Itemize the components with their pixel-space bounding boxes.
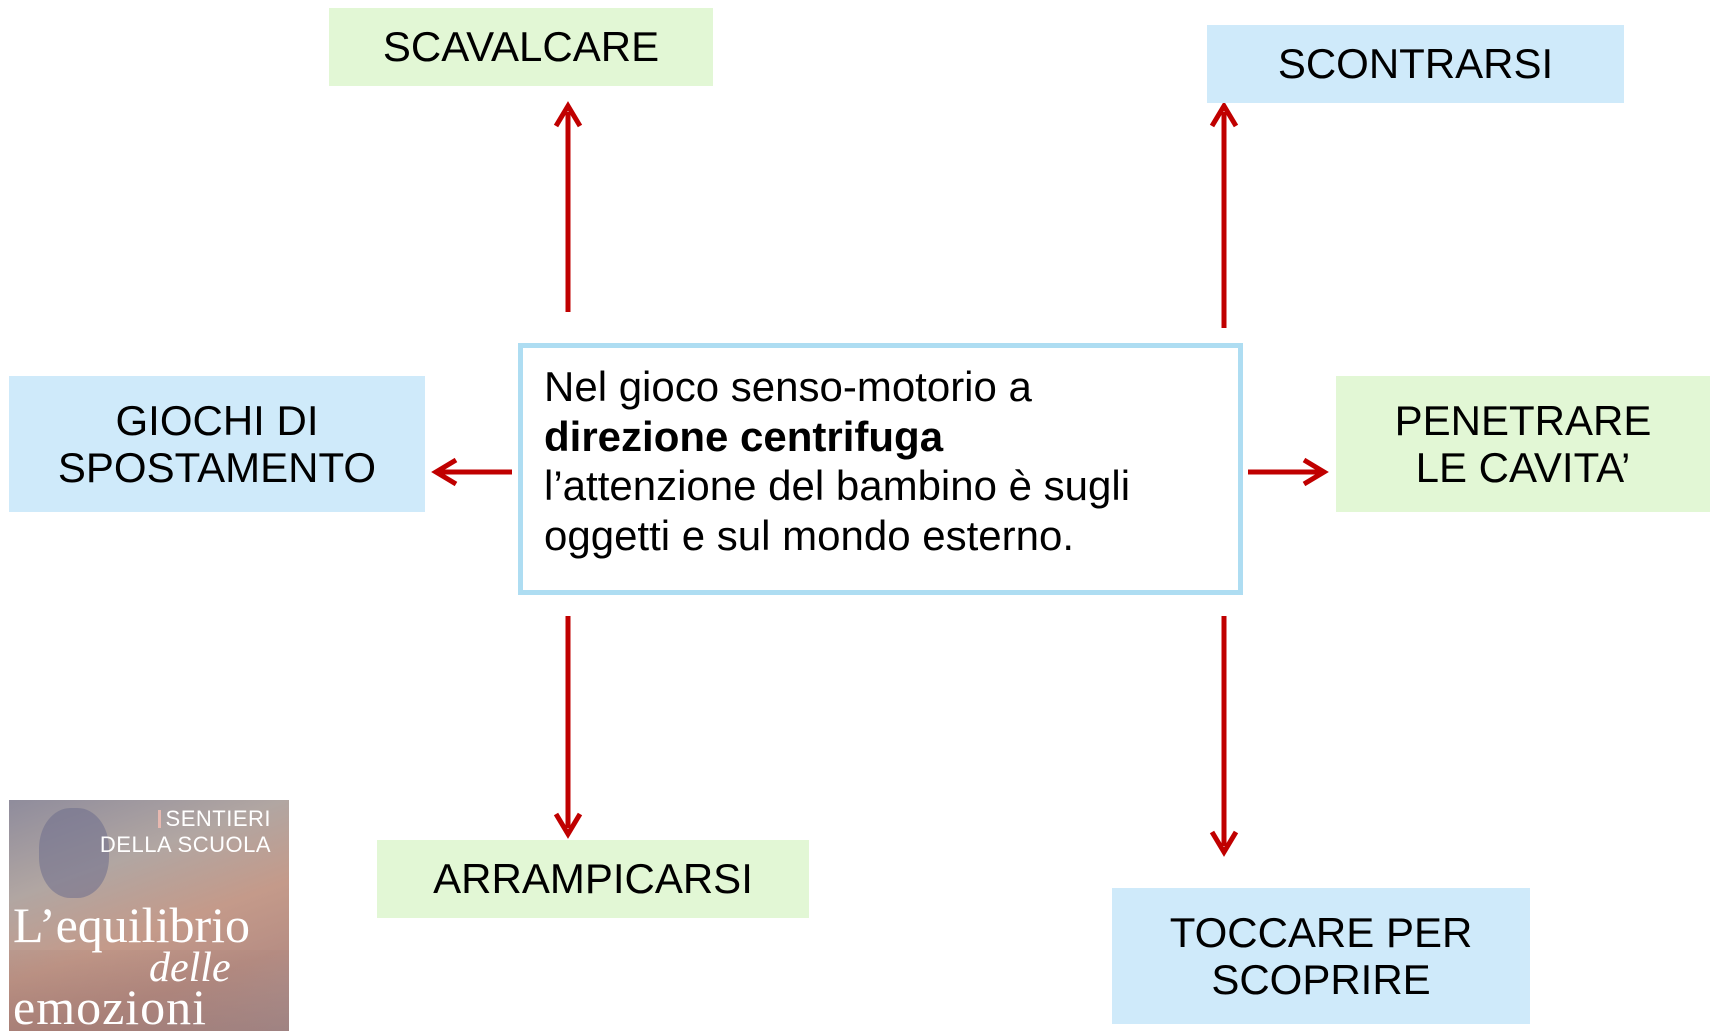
central-concept-box: Nel gioco senso-motorio a direzione cent… (518, 343, 1243, 595)
book-series-line-2: DELLA SCUOLA (99, 832, 271, 857)
node-scavalcare-label: SCAVALCARE (382, 23, 660, 71)
book-cover-figure (39, 808, 109, 898)
arrow-to-scontrarsi (1209, 101, 1239, 328)
node-giochi-line-1: GIOCHI DI (115, 396, 319, 444)
arrow-to-scavalcare (553, 101, 583, 312)
book-cover-ground (9, 950, 289, 1031)
node-scontrarsi-label: SCONTRARSI (1277, 40, 1554, 88)
book-series-line-1: SENTIERI (157, 806, 271, 832)
book-series-text-1: SENTIERI (165, 806, 271, 831)
node-giochi-line-2: SPOSTAMENTO (57, 444, 377, 491)
center-line-4: oggetti e sul mondo esterno. (544, 511, 1075, 559)
node-giochi-di-spostamento: GIOCHI DI SPOSTAMENTO (9, 376, 425, 512)
book-cover-logo: SENTIERI DELLA SCUOLA L’equilibrio delle… (9, 800, 289, 1031)
center-line-1: Nel gioco senso-motorio a (544, 363, 1032, 410)
node-penetrare-le-cavita: PENETRARE LE CAVITA’ (1336, 376, 1710, 512)
node-scontrarsi: SCONTRARSI (1207, 25, 1624, 103)
arrow-to-arrampicarsi (553, 616, 583, 839)
node-arrampicarsi-label: ARRAMPICARSI (433, 855, 753, 903)
node-penetrare-line-1: PENETRARE (1394, 396, 1652, 444)
center-line-3: l’attenzione del bambino è sugli (544, 462, 1131, 510)
book-title-line-1: L’equilibrio (13, 897, 251, 953)
node-toccare-line-2: SCOPRIRE (1211, 956, 1431, 1003)
arrow-to-toccare (1209, 616, 1239, 857)
center-line-2-bold: direzione centrifuga (544, 412, 944, 460)
book-title-line-2: delle (149, 945, 231, 991)
node-arrampicarsi: ARRAMPICARSI (377, 840, 809, 918)
arrow-to-penetrare (1248, 457, 1329, 487)
book-series-bar (157, 810, 161, 828)
node-scavalcare: SCAVALCARE (329, 8, 713, 86)
book-title-line-3: emozioni (13, 979, 208, 1031)
node-penetrare-line-2: LE CAVITA’ (1415, 444, 1631, 491)
arrow-to-giochi (431, 457, 512, 487)
node-toccare-line-1: TOCCARE PER (1169, 908, 1473, 956)
node-toccare-per-scoprire: TOCCARE PER SCOPRIRE (1112, 888, 1530, 1024)
